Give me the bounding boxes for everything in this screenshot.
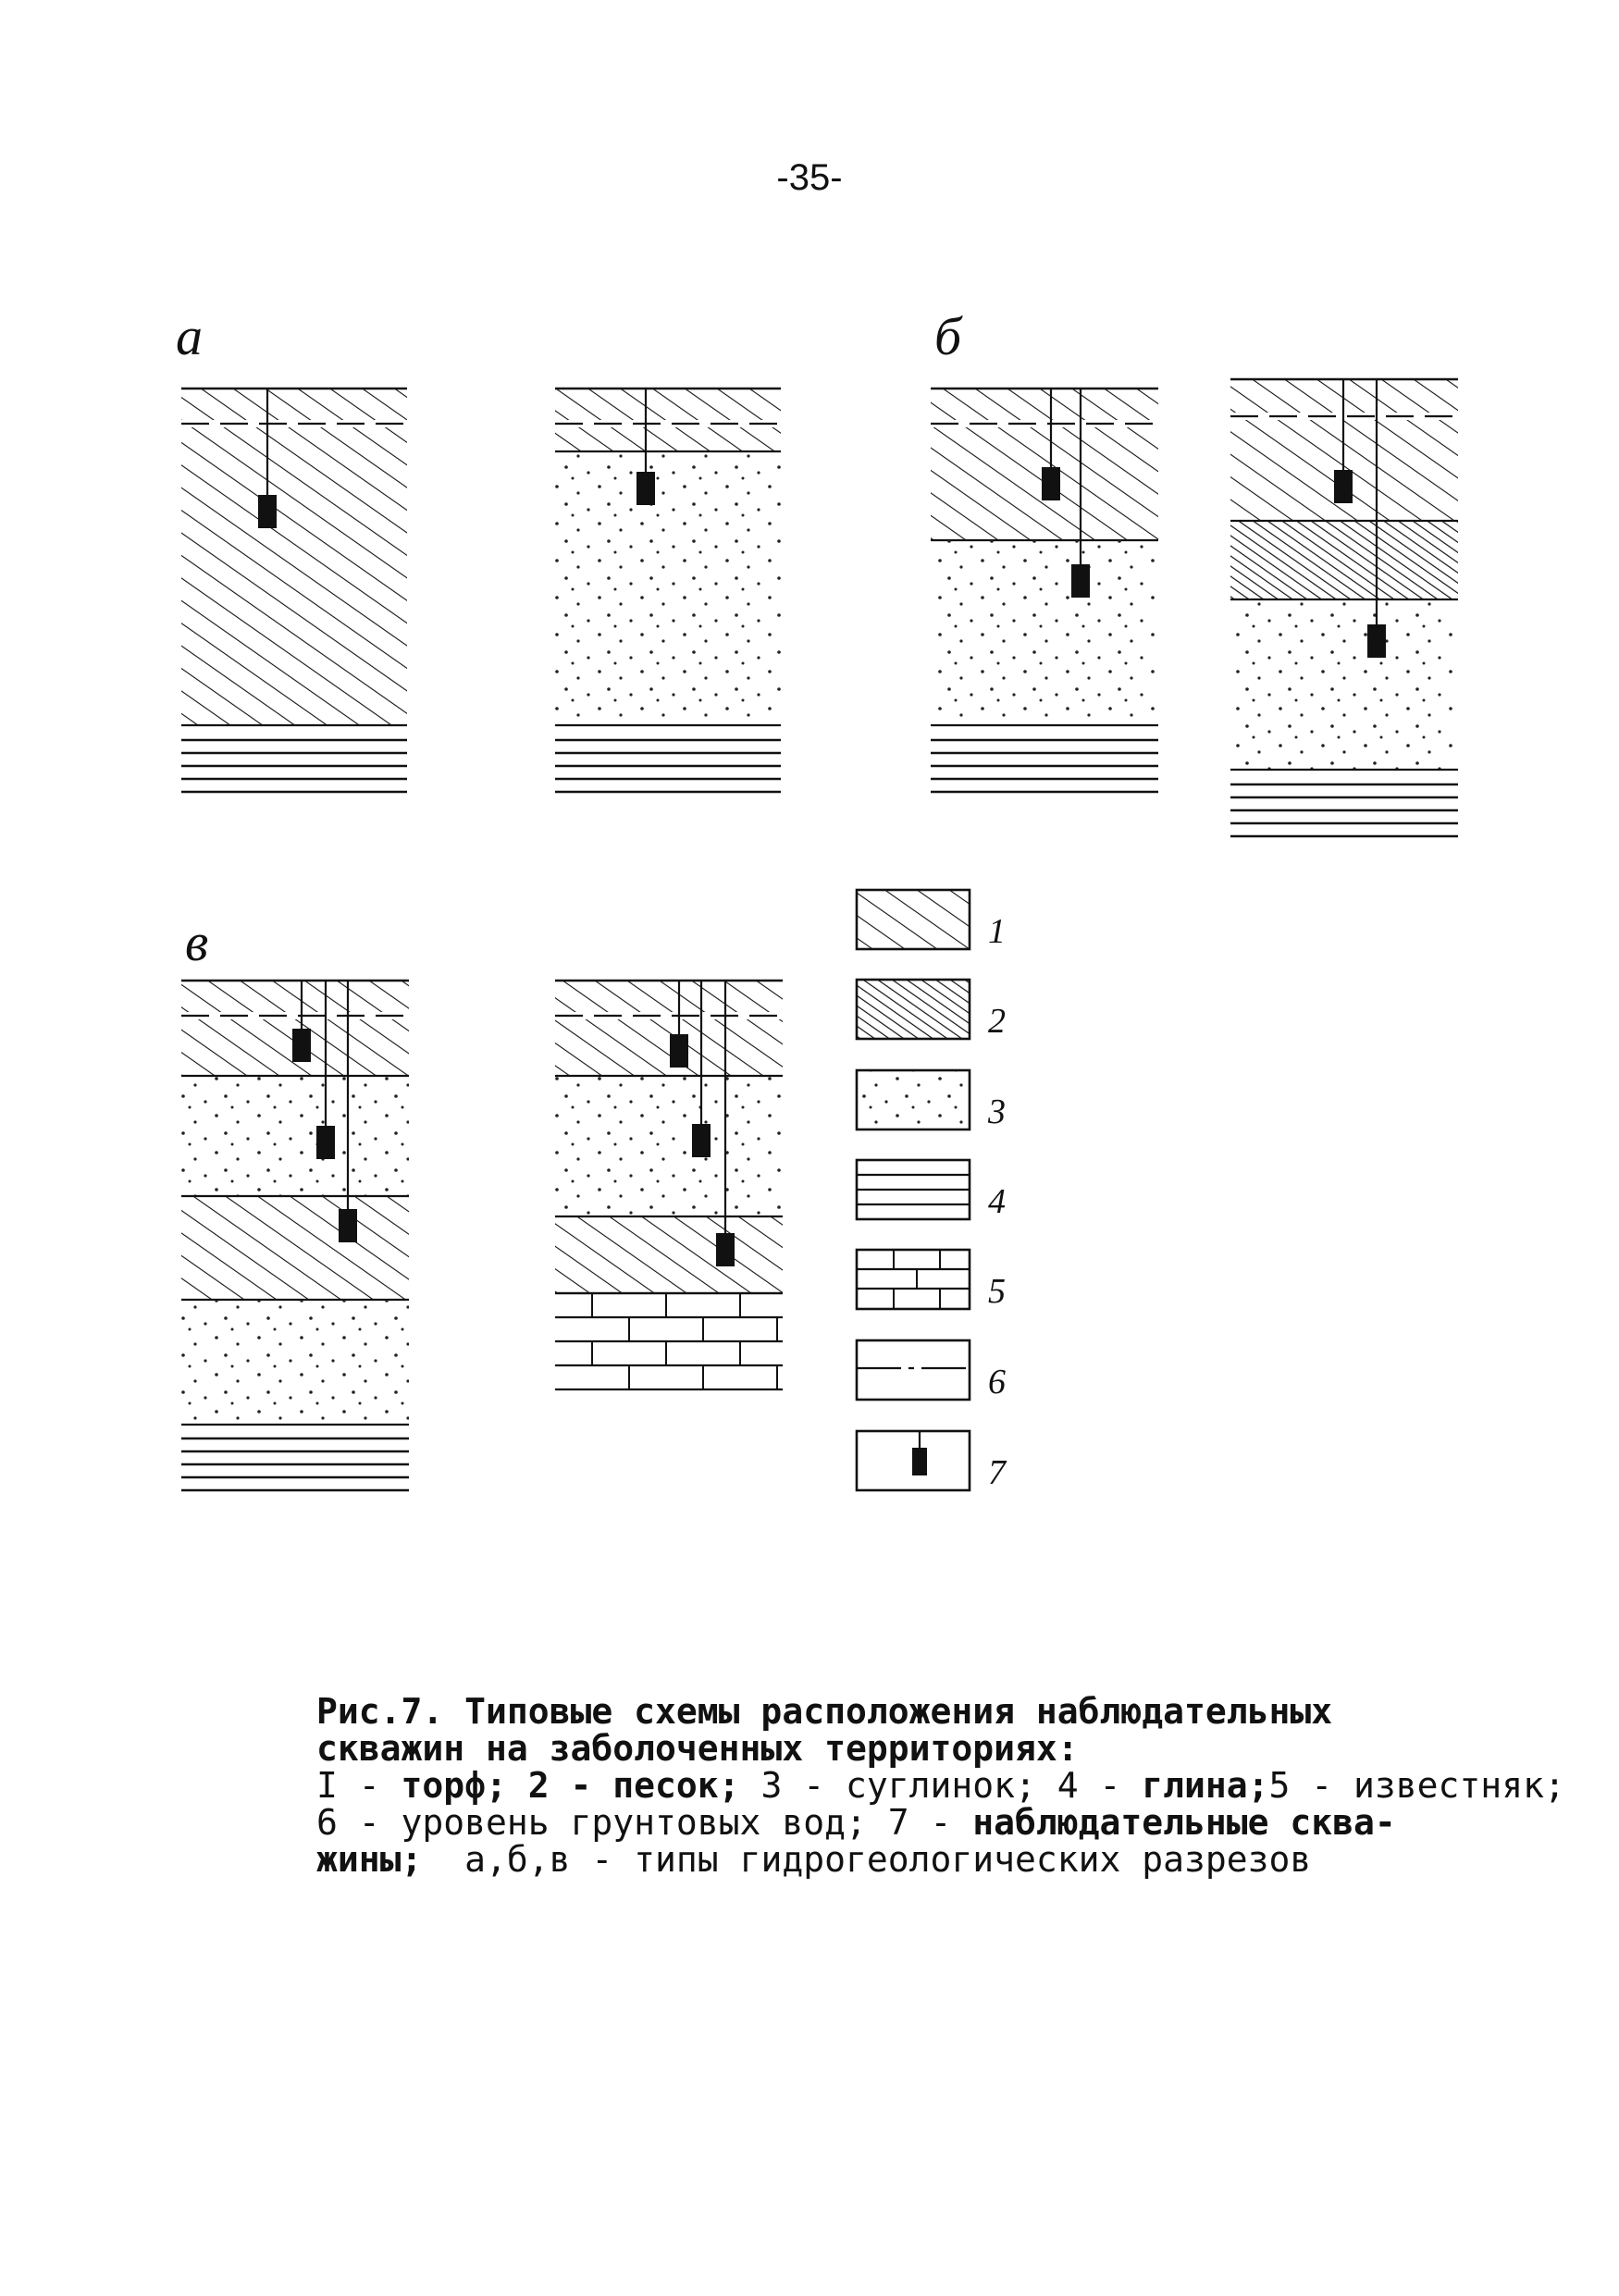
well-filter <box>716 1233 735 1266</box>
well-filter <box>292 1029 311 1062</box>
caption-line-3b: торф; 2 - песок; <box>401 1765 740 1806</box>
dots-layer <box>555 1076 783 1216</box>
section-a-column-1 <box>181 387 407 794</box>
legend-num-5: 5 <box>988 1272 1006 1311</box>
legend-swatches <box>855 888 971 1492</box>
well-filter <box>1367 624 1386 658</box>
legend-swatch-fill <box>857 890 970 949</box>
well-filter <box>636 472 655 505</box>
hatch-layer <box>931 389 1158 540</box>
legend-swatch-5 <box>855 1248 971 1311</box>
caption-line-5a: жины; <box>316 1839 423 1880</box>
legend-num-2: 2 <box>988 1002 1006 1041</box>
well-filter <box>1042 467 1060 500</box>
legend-swatch-fill <box>857 980 970 1039</box>
legend-num-3: 3 <box>988 1092 1006 1131</box>
hatch-layer <box>181 1196 409 1300</box>
well-filter <box>1334 470 1353 503</box>
dots-layer <box>555 451 781 725</box>
caption-line-2: скважин на заболоченных территориях: <box>316 1728 1079 1769</box>
well-filter <box>258 495 277 528</box>
section-b-column-2 <box>1230 377 1458 838</box>
legend-swatch-7 <box>855 1429 971 1492</box>
caption-line-3e: 5 - известняк; <box>1268 1765 1565 1806</box>
section-label-b: б <box>934 306 962 366</box>
well-filter <box>316 1126 335 1159</box>
legend-swatch-4 <box>855 1158 971 1221</box>
legend-swatch-fill <box>857 1070 970 1129</box>
section-a-column-2 <box>555 387 781 794</box>
section-label-a: а <box>176 306 203 366</box>
caption-line-3c: 3 - суглинок; 4 - <box>739 1765 1143 1806</box>
legend-num-4: 4 <box>988 1182 1006 1221</box>
water-table-gap <box>555 420 781 427</box>
well-filter <box>670 1034 688 1068</box>
caption-line-4a: 6 - уровень грунтовых вод; 7 - <box>316 1802 973 1843</box>
dots-layer <box>1230 599 1458 770</box>
legend-num-6: 6 <box>988 1363 1006 1401</box>
caption-line-5b: а,б,в - типы гидрогеологических разрезов <box>422 1839 1312 1880</box>
caption-line-3a: I - <box>316 1765 402 1806</box>
section-v-column-2 <box>555 979 783 1391</box>
well-filter <box>1071 564 1090 598</box>
page-number: -35- <box>776 157 843 198</box>
water-table-gap <box>181 1012 409 1019</box>
legend-well-filter <box>912 1448 927 1475</box>
caption-line-4b: наблюдательные сква- <box>972 1802 1396 1843</box>
well-filter <box>692 1124 711 1157</box>
section-b-column-1 <box>931 387 1158 794</box>
hatch-layer <box>181 389 407 725</box>
dots-layer <box>181 1076 409 1196</box>
water-table-gap <box>555 1012 783 1019</box>
well-filter <box>339 1209 357 1242</box>
legend-swatch-2 <box>855 978 971 1041</box>
hatch-layer <box>555 981 783 1076</box>
section-v-column-1 <box>181 979 409 1492</box>
legend-swatch-6 <box>855 1339 971 1401</box>
dense-layer <box>1230 521 1458 599</box>
section-label-v: в <box>185 912 209 972</box>
caption-line-1: Рис.7. Типовые схемы расположения наблюд… <box>316 1691 1333 1732</box>
caption-line-3d: глина; <box>1142 1765 1269 1806</box>
legend-num-1: 1 <box>988 912 1006 951</box>
dots-layer <box>181 1300 409 1425</box>
legend-swatch-1 <box>855 888 971 951</box>
dots-layer <box>931 540 1158 725</box>
hatch-layer <box>555 1216 783 1293</box>
figure-caption: Рис.7. Типовые схемы расположения наблюд… <box>316 1693 1593 1878</box>
legend-swatch-3 <box>855 1068 971 1131</box>
water-table-gap <box>931 420 1158 427</box>
water-table-gap <box>181 420 407 427</box>
legend-num-7: 7 <box>988 1453 1006 1492</box>
